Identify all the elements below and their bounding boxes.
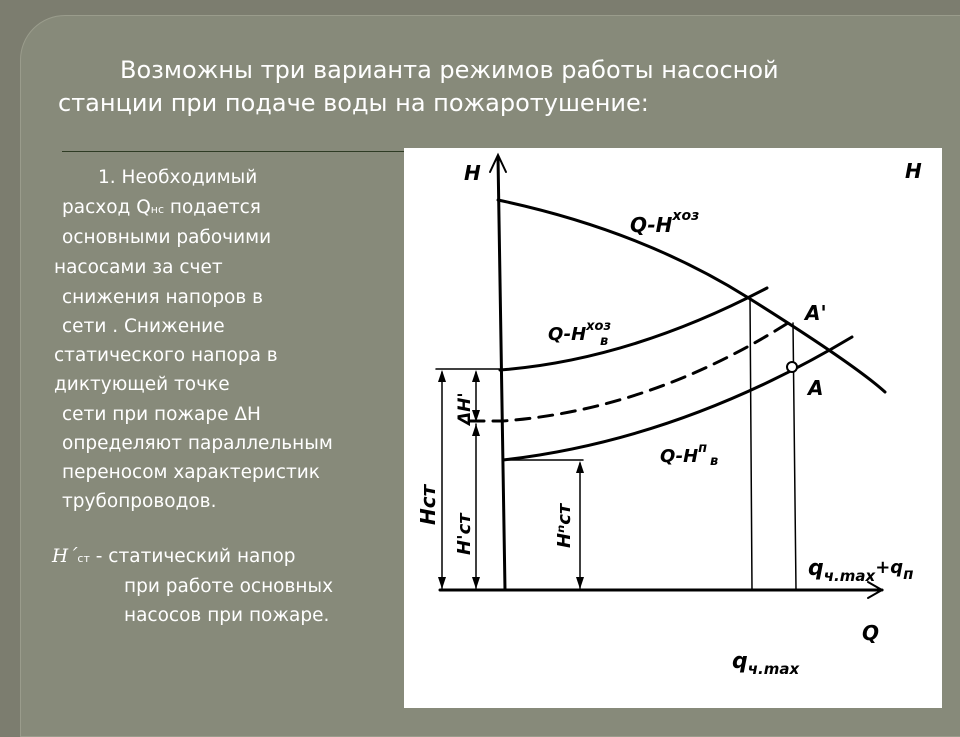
title-line-2: станции при подаче воды на пожаротушение…: [58, 89, 649, 117]
title-line-1: Возможны три варианта режимов работы нас…: [120, 56, 779, 84]
body-line: статического напора в: [54, 345, 278, 366]
body-line: снижения напоров в: [62, 287, 264, 308]
network-curve-shifted-dashed: [468, 321, 790, 423]
network-curve-hoz-subscript: в: [600, 334, 608, 349]
note-text: - статический напор: [89, 546, 296, 567]
network-curve-fire-subscript: в: [710, 454, 718, 469]
pump-curve-hoz-label: Q-Hхоз: [630, 208, 699, 237]
point-a-label: A: [806, 376, 823, 400]
dimension-arrowheads: [438, 370, 584, 589]
note-line: насосов при пожаре.: [124, 605, 330, 626]
note-line: H´ст - статический напор: [52, 542, 296, 574]
network-curve-fire: [501, 335, 854, 462]
y-axis-label: H: [464, 161, 481, 185]
q-max-label: qч.max: [732, 649, 800, 678]
body-line: расход Qнс подается: [62, 193, 261, 225]
note-subscript: ст: [77, 552, 90, 565]
network-curve-hoz: [498, 286, 769, 372]
point-a-prime-label: A': [803, 301, 827, 325]
body-line: основными рабочими: [62, 227, 272, 248]
hst-n-label: Hⁿст: [554, 502, 575, 548]
body-line: насосами за счет: [54, 257, 223, 278]
diagram-svg: H H Q Q-Hхоз Q-Hхоз в Q-Hп в A' A Hст H'…: [416, 152, 922, 678]
body-line: переносом характеристик: [62, 462, 320, 483]
q-max-fire-label: qч.max+qп: [808, 556, 914, 585]
network-curve-fire-label: Q-Hп: [660, 441, 707, 467]
pump-characteristics-diagram: H H Q Q-Hхоз Q-Hхоз в Q-Hп в A' A Hст H'…: [404, 148, 942, 708]
body-line: сети при пожаре ΔH: [62, 404, 261, 425]
note-line: при работе основных: [124, 576, 334, 597]
y-axis-label-right: H: [905, 159, 922, 183]
body-line: сети . Снижение: [62, 316, 225, 337]
y-axis: [496, 155, 507, 592]
x-axis-arrow: [867, 581, 885, 599]
body-line: 1. Необходимый: [98, 167, 258, 188]
point-a-marker: [786, 361, 798, 373]
x-axis-label: Q: [862, 621, 879, 645]
network-curve-hoz-label: Q-Hхоз: [548, 319, 611, 345]
body-line: трубопроводов.: [62, 491, 217, 512]
slide-title: Возможны три варианта режимов работы нас…: [58, 54, 938, 120]
body-subscript: нс: [150, 203, 165, 216]
note-symbol: H´: [52, 546, 78, 567]
body-text-part: подается: [164, 197, 261, 218]
qmax-vertical-line: [749, 296, 753, 591]
body-line: определяют параллельным: [62, 433, 333, 454]
title-divider: [62, 151, 407, 152]
body-text-part: расход Q: [62, 197, 151, 218]
body-line: диктующей точке: [54, 374, 230, 395]
delta-h-label: ΔH': [455, 392, 475, 427]
hst-label: Hст: [416, 483, 440, 525]
hst-prime-label: H'ст: [454, 512, 475, 555]
pump-curve-hoz: [496, 198, 887, 394]
y-axis-arrow: [489, 152, 507, 173]
